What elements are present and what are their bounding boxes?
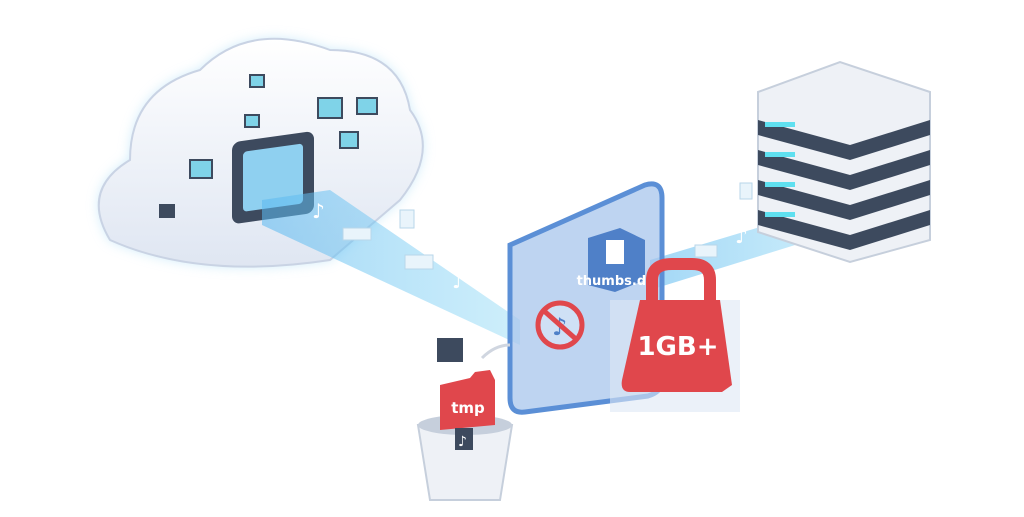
svg-text:♪: ♪ [735, 224, 748, 248]
svg-text:♪: ♪ [452, 269, 465, 293]
thumbs-db-badge: thumbs.db [577, 228, 656, 292]
document-icon [606, 240, 624, 264]
folder-icon: tmp [440, 370, 495, 430]
trash-bin-icon: tmp ♪ [416, 338, 514, 501]
no-music-icon: ♪ [535, 300, 585, 350]
server-icon [757, 60, 931, 264]
document-icon [342, 182, 753, 270]
filter-file-label: thumbs.db [577, 274, 656, 289]
data-stream-left [262, 190, 520, 345]
music-note-icon: ♪ ♪ ♪ [312, 199, 748, 293]
temp-folder-label: tmp [451, 399, 485, 417]
size-limit-label: 1GB+ [637, 332, 718, 362]
weight-icon: 1GB+ [610, 258, 740, 412]
svg-text:♪: ♪ [312, 199, 325, 223]
svg-text:♪: ♪ [458, 434, 467, 450]
